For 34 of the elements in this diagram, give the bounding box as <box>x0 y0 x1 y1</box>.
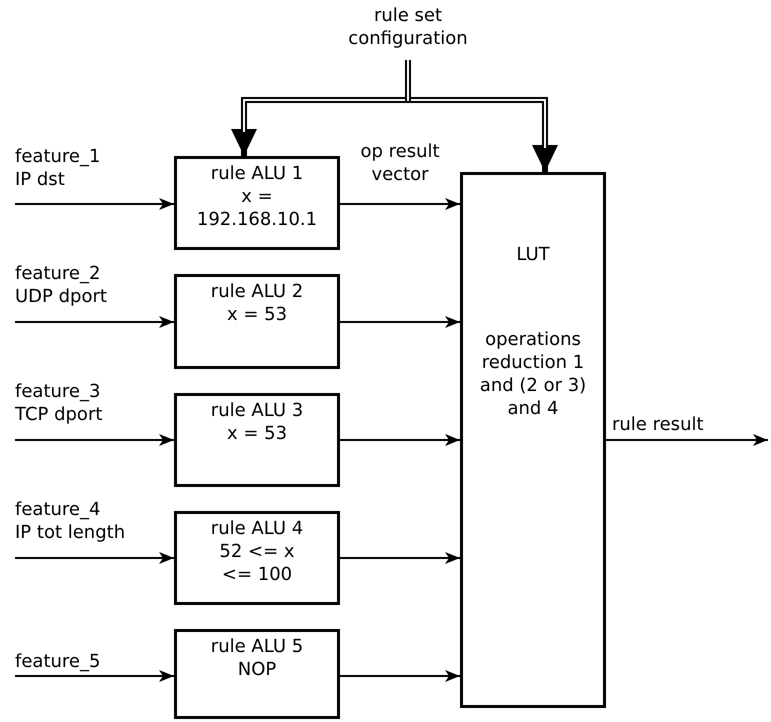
block-text: x = 53 <box>226 303 288 326</box>
arrow <box>15 198 174 210</box>
block-title: LUT <box>516 243 550 266</box>
arrow <box>340 434 460 446</box>
block-title: rule ALU 4 <box>210 517 304 540</box>
block-text: 52 <= x <= 100 <box>218 540 296 586</box>
edge-label: feature_4 IP tot length <box>15 498 126 544</box>
arrow <box>340 552 460 564</box>
rule-alu-box <box>174 511 340 605</box>
rule-alu-box <box>174 393 340 487</box>
edge-label: feature_3 TCP dport <box>15 380 102 426</box>
rule-alu-box <box>174 156 340 250</box>
block-title: rule ALU 1 <box>210 162 304 185</box>
arrow <box>340 316 460 328</box>
rule-alu-box <box>174 274 340 369</box>
arrow <box>15 316 174 328</box>
block-title: rule set configuration <box>347 4 469 50</box>
rule-alu-box <box>174 629 340 719</box>
block-title: rule ALU 2 <box>210 280 304 303</box>
arrow <box>15 552 174 564</box>
block-text: x = 53 <box>226 422 288 445</box>
arrow <box>340 198 460 210</box>
arrow <box>606 434 768 446</box>
block-text: NOP <box>236 658 278 681</box>
edge-label: feature_5 <box>15 650 100 673</box>
block-title: rule ALU 3 <box>210 399 304 422</box>
edge-label: feature_2 UDP dport <box>15 262 107 308</box>
lut-block <box>460 172 606 708</box>
arrow <box>15 670 174 682</box>
block-text: x = 192.168.10.1 <box>196 185 318 231</box>
arrow <box>15 434 174 446</box>
arrow <box>340 670 460 682</box>
block-title: rule ALU 5 <box>210 635 304 658</box>
block-text: operations reduction 1 and (2 or 3) and 4 <box>478 328 588 420</box>
